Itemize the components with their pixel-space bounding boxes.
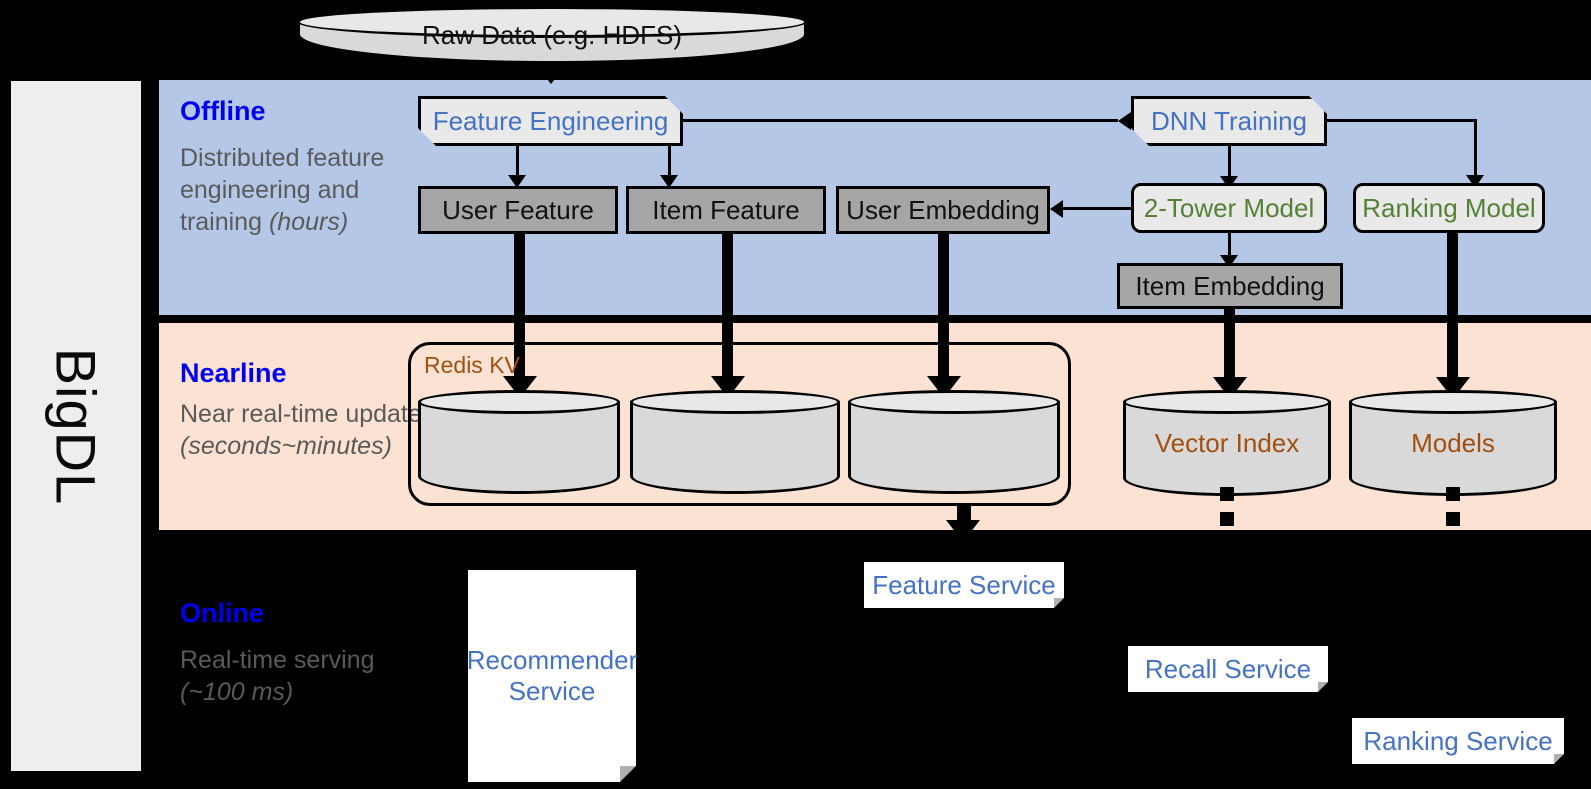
dash-vectorindex-recall-1 (1220, 487, 1234, 501)
online-subtitle: Real-time serving (~100 ms) (180, 646, 375, 706)
arrowhead-twotower-userembedding (1050, 200, 1063, 218)
cylinder-body (630, 401, 840, 494)
two-tower-model-node[interactable]: 2-Tower Model (1131, 183, 1327, 233)
ranking-service-node[interactable]: Ranking Service (1352, 718, 1564, 764)
dash-vectorindex-recall-2 (1220, 512, 1234, 526)
flow-rankingmodel-models (1447, 233, 1458, 391)
dnn-training-node[interactable]: DNN Training (1131, 96, 1327, 146)
models-label: Models (1411, 427, 1495, 458)
feature-service-node[interactable]: Feature Service (864, 562, 1064, 608)
redis-store-item-feature (630, 390, 840, 494)
connector-dnn-ranking-v (1474, 119, 1477, 179)
nearline-subtitle: Near real-time update (seconds~minutes) (180, 400, 422, 460)
cylinder-top (848, 390, 1060, 414)
ranking-model-node[interactable]: Ranking Model (1353, 183, 1545, 233)
recommender-service-node[interactable]: Recommender Service (467, 570, 637, 782)
redis-kv-label: Redis KV (424, 352, 520, 378)
dash-models-ranking-2 (1446, 512, 1460, 526)
raw-data-store: Raw Data (e.g. HDFS) (297, 6, 807, 64)
arrowhead-fe-userfeature (508, 175, 526, 188)
flow-itemfeature-redis (722, 234, 733, 390)
item-feature-store[interactable]: Item Feature (626, 186, 826, 234)
dash-models-ranking-1 (1446, 487, 1460, 501)
connector-fe-itemfeature (668, 146, 671, 178)
cylinder-top (630, 390, 840, 414)
recall-service-node[interactable]: Recall Service (1128, 646, 1328, 692)
cylinder-top (1123, 390, 1331, 414)
platform-rail: BigDL (8, 78, 144, 774)
nearline-title: Nearline (180, 358, 287, 388)
cylinder-body (1349, 401, 1557, 496)
user-embedding-store[interactable]: User Embedding (836, 186, 1050, 234)
connector-fe-userfeature (516, 146, 519, 178)
raw-data-label: Raw Data (e.g. HDFS) (421, 19, 683, 50)
connector-fe-dnn (683, 119, 1118, 122)
arrowhead-fe-dnn (1118, 112, 1131, 130)
dash-redis-featureservice (957, 506, 971, 520)
user-feature-store[interactable]: User Feature (418, 186, 618, 234)
cylinder-top (418, 390, 620, 414)
connector-twotower-itememb (1228, 233, 1231, 261)
arrowhead-rawdata-fe (534, 62, 568, 84)
online-title: Online (180, 598, 265, 628)
vector-index-store[interactable]: Vector Index (1123, 390, 1331, 496)
flow-userfeature-redis (514, 234, 525, 390)
offline-subtitle: Distributed feature engineering and trai… (180, 144, 385, 236)
cylinder-body (418, 401, 620, 494)
connector-dnn-twotower (1228, 146, 1231, 180)
flow-userembedding-redis (938, 234, 949, 390)
platform-name: BigDL (44, 347, 108, 505)
connector-twotower-userembedding (1062, 207, 1132, 210)
connector-dnn-ranking-h (1327, 119, 1477, 122)
redis-store-user-embedding (848, 390, 1060, 494)
arrowhead-fe-itemfeature (660, 175, 678, 188)
item-embedding-store[interactable]: Item Embedding (1117, 263, 1343, 309)
arrowhead-redis-featureservice (946, 520, 980, 542)
cylinder-body (848, 401, 1060, 494)
models-store[interactable]: Models (1349, 390, 1557, 496)
cylinder-top (297, 6, 807, 38)
offline-title: Offline (180, 96, 266, 126)
cylinder-top (1349, 390, 1557, 414)
redis-kv-container (408, 342, 1071, 506)
vector-index-label: Vector Index (1154, 427, 1300, 458)
feature-engineering-node[interactable]: Feature Engineering (418, 96, 683, 146)
redis-store-user-feature (418, 390, 620, 494)
flow-itemembedding-vectorindex (1224, 309, 1235, 391)
